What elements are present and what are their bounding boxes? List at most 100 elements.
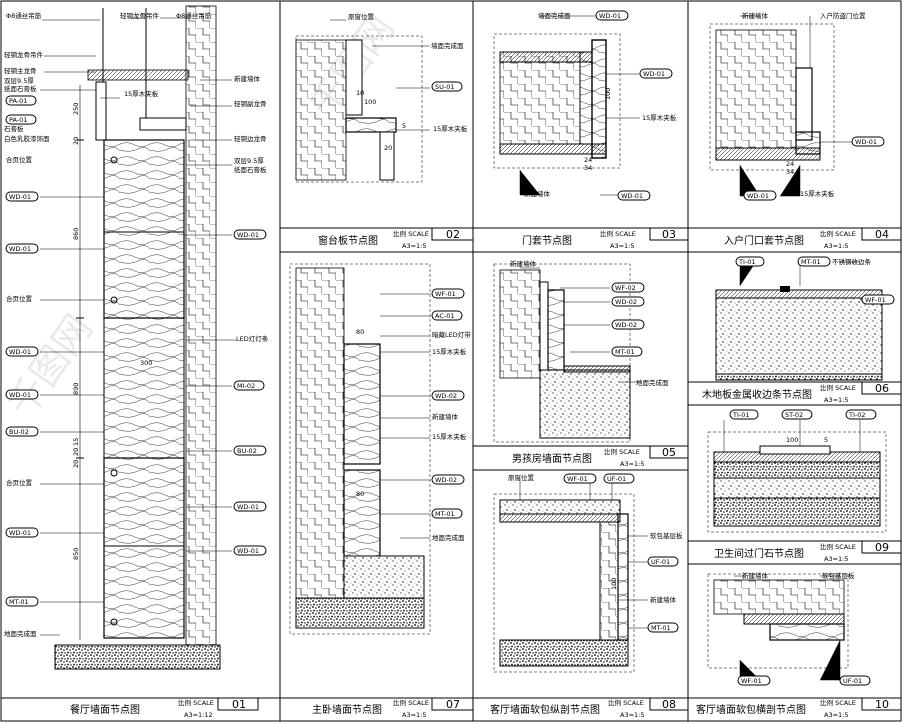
annotation: 纸面石膏板 (234, 165, 267, 174)
annotation: 15厚木夹板 (433, 124, 468, 133)
annotation: 轻钢主龙骨 (4, 66, 37, 75)
material-tag: WF-01 (741, 677, 762, 685)
dimension: 100 (610, 578, 618, 590)
title-block-05: 男孩房墙面节点图 比例 SCALE A3=1:5 05 (472, 445, 689, 471)
panel-10-drawing: 新建墙体 软包基层板 WF-01 UF-01 (707, 571, 871, 686)
annotation: 石膏板 (4, 124, 24, 133)
dimension: 300 (140, 359, 152, 367)
material-tag: MT-01 (615, 348, 635, 356)
panel-scale: A3=1:5 (824, 711, 849, 719)
panel-02-drawing: 原窗位置 墙面完成面 15厚木夹板 10 100 20 5 SU-01 (295, 12, 468, 183)
annotation: 暗藏LED灯带 (432, 330, 471, 339)
annotation: 新建墙体 (234, 74, 261, 83)
material-tag: WD-01 (9, 391, 31, 399)
material-tag: WD-01 (9, 529, 31, 537)
material-tag: UF-01 (607, 475, 626, 483)
annotation: 白色乳胶漆饰面 (4, 134, 50, 143)
panel-title: 客厅墙面软包横剖节点图 (696, 703, 806, 716)
title-block-01: 餐厅墙面节点图 比例 SCALE A3=1:12 01 (0, 697, 281, 722)
material-tag: WD-01 (237, 547, 259, 555)
dimension: 24 (786, 160, 794, 168)
material-tag: WD-01 (9, 245, 31, 253)
panel-scale: A3=1:5 (610, 242, 635, 250)
material-tag: MT-01 (801, 258, 821, 266)
panel-04-drawing: 新建墙体 入户防盗门位置 15厚木夹板 24 34 WD-01 WD-01 (709, 11, 885, 201)
panel-scale: A3=1:5 (824, 242, 849, 250)
material-tag: TI-01 (732, 411, 750, 419)
dimension: 80 (356, 490, 364, 498)
scale-label: 比例 SCALE (820, 698, 856, 707)
dimension: 860 (72, 228, 80, 240)
panel-number: 08 (662, 698, 676, 711)
title-block-07: 主卧墙面节点图 比例 SCALE A3=1:5 07 (279, 697, 474, 722)
material-tag: WD-01 (599, 12, 621, 20)
dimension: 20 (72, 460, 80, 468)
material-tag: TI-02 (848, 411, 866, 419)
scale-label: 比例 SCALE (820, 542, 856, 551)
material-tag: WF-02 (615, 284, 636, 292)
annotation: 新建墙体 (432, 412, 459, 421)
material-tag: WD-01 (643, 70, 665, 78)
panel-title: 男孩房墙面节点图 (512, 452, 592, 465)
dimension: 5 (824, 436, 828, 444)
annotation: 原窗位置 (508, 473, 535, 482)
annotation: 入户防盗门位置 (820, 11, 866, 20)
dimension: 24 (584, 156, 592, 164)
title-block-04: 入户门口套节点图 比例 SCALE A3=1:5 04 (687, 227, 902, 253)
panel-title: 木地板金属收边条节点图 (702, 388, 812, 401)
scale-label: 比例 SCALE (820, 229, 856, 238)
panel-title: 餐厅墙面节点图 (70, 703, 140, 716)
material-tag: WD-02 (435, 392, 457, 400)
title-block-09: 卫生间过门石节点图 比例 SCALE A3=1:5 09 (687, 540, 902, 565)
annotation: 软包基层板 (822, 571, 855, 580)
panel-title: 主卧墙面节点图 (312, 703, 382, 716)
annotation: 轻钢边龙骨 (234, 134, 267, 143)
material-tag: WD-01 (855, 138, 877, 146)
panel-number: 03 (662, 228, 676, 241)
panel-07-drawing: 暗藏LED灯带 15厚木夹板 新建墙体 15厚木夹板 地面完成面 80 80 W… (289, 263, 471, 635)
annotation: Φ8通丝吊筋 (176, 11, 212, 20)
panel-03-drawing: 墙面完成面 新建墙体 15厚木夹板 100 24 34 WD-01 WD-01 … (493, 10, 677, 201)
material-tag: WD-02 (615, 298, 637, 306)
dimension: 250 (72, 103, 80, 115)
panel-scale: A3=1:5 (824, 555, 849, 563)
dimension: 890 (72, 383, 80, 395)
panel-number: 07 (446, 698, 460, 711)
panel-05-drawing: 新建墙体 地面完成面 WF-02 WD-02 WD-02 MT-01 (493, 259, 669, 443)
material-tag: BU-02 (237, 447, 257, 455)
panel-number: 10 (875, 698, 889, 711)
panel-title: 窗台板节点图 (318, 234, 378, 247)
scale-label: 比例 SCALE (393, 698, 429, 707)
scale-label: 比例 SCALE (608, 698, 644, 707)
annotation: 合页位置 (6, 478, 33, 487)
dimension: 100 (364, 98, 376, 106)
annotation: 地面完成面 (636, 378, 669, 387)
panel-scale: A3=1:5 (620, 711, 645, 719)
panel-number: 06 (875, 382, 889, 395)
panel-06-drawing: 不锈钢收边条 TI-01 MT-01 WF-01 (715, 256, 895, 381)
annotation: 纸面石膏板 (4, 84, 37, 93)
title-block-10: 客厅墙面软包横剖节点图 比例 SCALE A3=1:5 10 (687, 697, 902, 722)
material-tag: AC-01 (435, 312, 455, 320)
material-tag: ST-02 (785, 411, 803, 419)
annotation: 双层9.5厚 (234, 157, 264, 165)
material-tag: WD-01 (9, 348, 31, 356)
dimension: 34 (786, 168, 794, 176)
material-tag: UF-01 (651, 558, 670, 566)
dimension: 100 (786, 436, 798, 444)
material-tag: WF-01 (865, 296, 886, 304)
panel-number: 05 (662, 446, 676, 459)
material-tag: WD-01 (9, 193, 31, 201)
annotation: 新建墙体 (650, 595, 677, 604)
material-tag: WD-02 (615, 321, 637, 329)
panel-number: 01 (232, 698, 246, 711)
material-tag: BU-02 (9, 428, 29, 436)
annotation: 轻钢龙骨吊件 (4, 50, 44, 59)
annotation: 15厚木夹板 (124, 89, 159, 98)
panel-01-drawing: 250 20 860 300 890 20 20 15 850 Φ8通丝吊筋 轻… (4, 5, 269, 670)
material-tag: WD-01 (621, 192, 643, 200)
material-tag: MT-01 (9, 598, 29, 606)
panel-09-drawing: 100 5 TI-01 ST-02 TI-02 (707, 409, 887, 533)
title-block-06: 木地板金属收边条节点图 比例 SCALE A3=1:5 06 (687, 381, 902, 406)
